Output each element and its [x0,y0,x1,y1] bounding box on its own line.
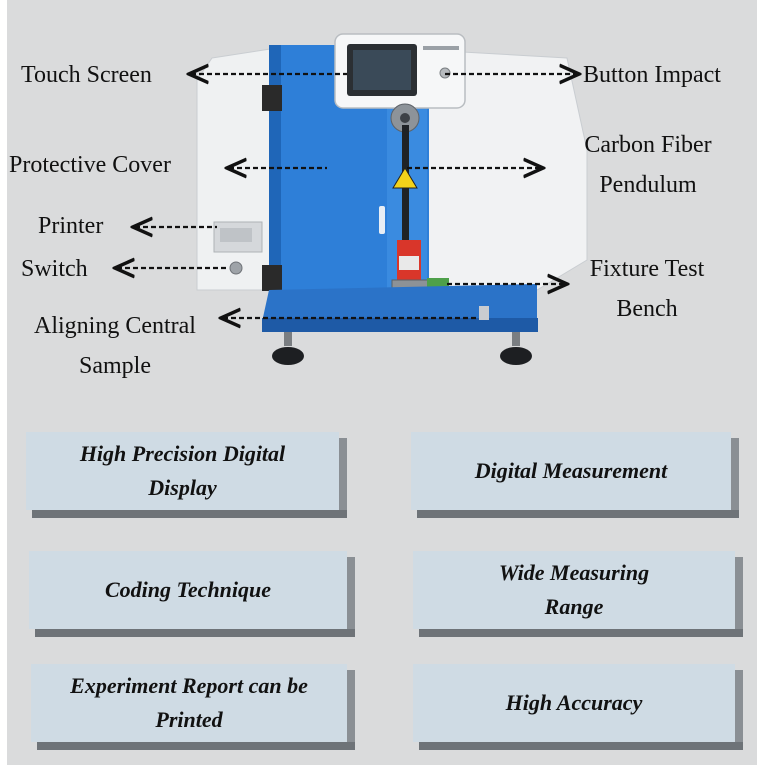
label-fixture-test-bench: Fixture Test Bench [567,255,727,323]
feature-high-precision-display: High Precision Digital Display [26,432,347,518]
feature-text: Wide Measuring Range [498,560,650,619]
label-touch-screen: Touch Screen [21,62,152,88]
feature-text: High Precision Digital Display [79,441,286,500]
feature-text: Coding Technique [104,577,272,602]
label-aligning-line1: Aligning Central [34,313,196,339]
label-fixture-line1: Fixture Test [589,256,705,282]
label-aligning-central-sample: Aligning Central Sample [11,312,219,380]
label-fixture-line2: Bench [616,296,678,322]
label-switch: Switch [21,256,88,282]
label-printer: Printer [38,213,104,239]
feature-digital-measurement: Digital Measurement [411,432,739,518]
feature-coding-technique: Coding Technique [29,551,355,637]
diagram-canvas: Touch Screen Button Impact Protective Co… [7,0,757,765]
label-protective-cover: Protective Cover [9,152,171,178]
feature-text: Experiment Report can be Printed [70,673,308,732]
impact-tester-machine [7,33,588,365]
feature-high-accuracy: High Accuracy [413,664,743,750]
feature-text: Digital Measurement [474,458,668,483]
label-button-impact: Button Impact [583,62,721,88]
label-carbon-fiber-line1: Carbon Fiber [584,132,712,158]
label-carbon-fiber-pendulum: Carbon Fiber Pendulum [563,131,733,199]
label-aligning-line2: Sample [79,353,151,379]
feature-experiment-report: Experiment Report can be Printed [31,664,355,750]
label-carbon-fiber-line2: Pendulum [599,172,697,198]
feature-text: High Accuracy [505,690,643,715]
feature-wide-measuring-range: Wide Measuring Range [413,551,743,637]
